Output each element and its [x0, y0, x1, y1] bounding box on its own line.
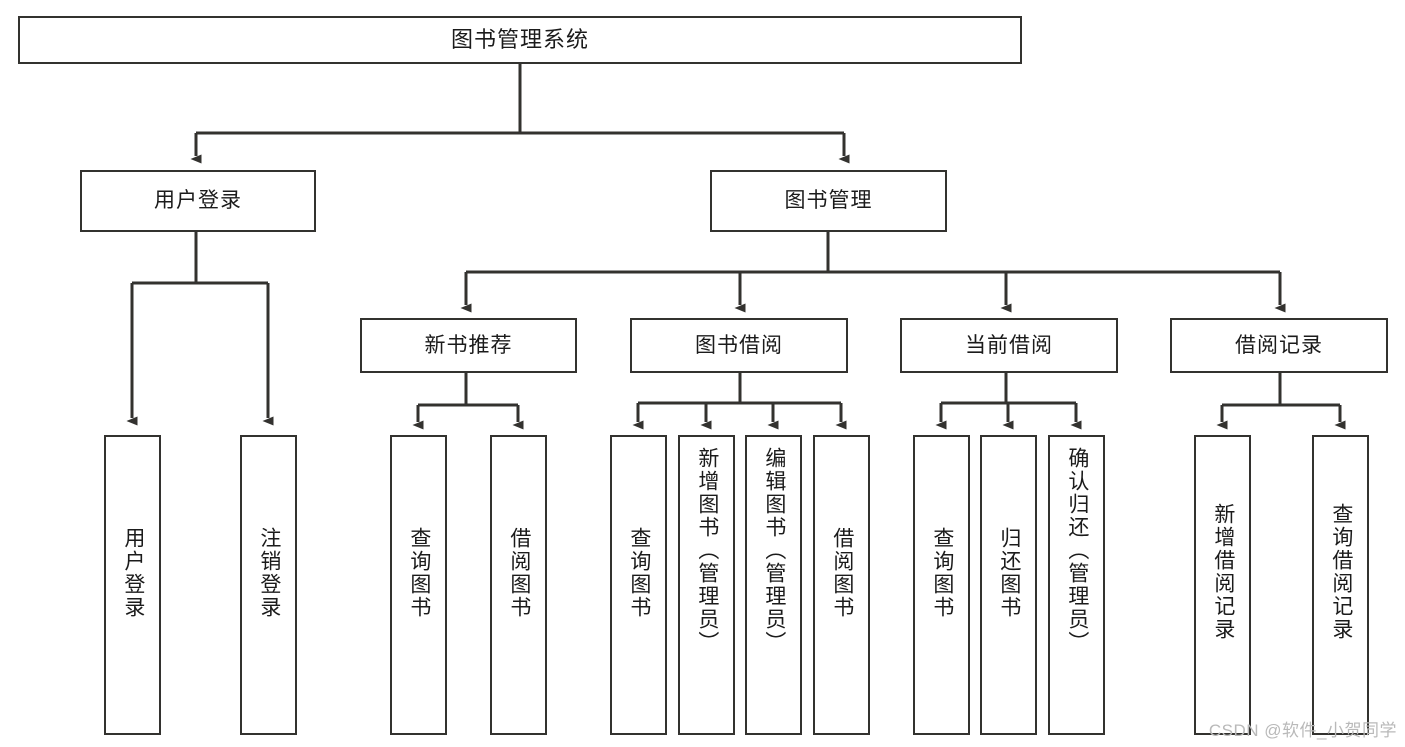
leaf-label: 查询借阅记录	[1329, 503, 1353, 641]
leaf-label: 借阅图书	[507, 527, 531, 619]
leaf-borrow-record-add[interactable]: 新增借阅记录	[1194, 435, 1251, 735]
leaf-label: 注销登录	[257, 527, 281, 619]
leaf-label: 查询图书	[627, 527, 651, 619]
leaf-book-borrow-query[interactable]: 查询图书	[610, 435, 667, 735]
leaf-label: 查询图书	[930, 527, 954, 619]
leaf-label: 查询图书	[407, 527, 431, 619]
node-book-manage-label: 图书管理	[784, 189, 873, 213]
node-book-manage[interactable]: 图书管理	[710, 170, 947, 232]
leaf-book-borrow-borrow[interactable]: 借阅图书	[813, 435, 870, 735]
node-book-borrow[interactable]: 图书借阅	[630, 318, 848, 373]
node-current-borrow[interactable]: 当前借阅	[900, 318, 1118, 373]
leaf-current-borrow-confirm[interactable]: 确认归还（管理员）	[1048, 435, 1105, 735]
leaf-label: 编辑图书（管理员）	[762, 447, 786, 654]
node-borrow-record[interactable]: 借阅记录	[1170, 318, 1388, 373]
node-root-label: 图书管理系统	[450, 26, 589, 52]
leaf-book-borrow-add[interactable]: 新增图书（管理员）	[678, 435, 735, 735]
node-user-login-label: 用户登录	[154, 189, 242, 213]
leaf-user-login-logout[interactable]: 注销登录	[240, 435, 297, 735]
node-new-book-label: 新书推荐	[424, 333, 513, 357]
leaf-new-book-query[interactable]: 查询图书	[390, 435, 447, 735]
leaf-label: 归还图书	[997, 527, 1021, 619]
leaf-book-borrow-edit[interactable]: 编辑图书（管理员）	[745, 435, 802, 735]
leaf-label: 用户登录	[121, 527, 145, 619]
leaf-label: 借阅图书	[830, 527, 854, 619]
leaf-new-book-borrow[interactable]: 借阅图书	[490, 435, 547, 735]
leaf-user-login-login[interactable]: 用户登录	[104, 435, 161, 735]
node-new-book[interactable]: 新书推荐	[360, 318, 577, 373]
watermark: CSDN @软件_小贺同学	[1208, 721, 1397, 740]
node-user-login[interactable]: 用户登录	[80, 170, 316, 232]
leaf-current-borrow-return[interactable]: 归还图书	[980, 435, 1037, 735]
node-root[interactable]: 图书管理系统	[18, 16, 1022, 64]
leaf-label: 确认归还（管理员）	[1065, 447, 1089, 654]
node-borrow-record-label: 借阅记录	[1235, 333, 1323, 357]
leaf-label: 新增图书（管理员）	[695, 447, 719, 654]
node-current-borrow-label: 当前借阅	[965, 333, 1053, 357]
node-book-borrow-label: 图书借阅	[695, 333, 783, 357]
leaf-label: 新增借阅记录	[1211, 503, 1235, 641]
leaf-current-borrow-query[interactable]: 查询图书	[913, 435, 970, 735]
leaf-borrow-record-query[interactable]: 查询借阅记录	[1312, 435, 1369, 735]
